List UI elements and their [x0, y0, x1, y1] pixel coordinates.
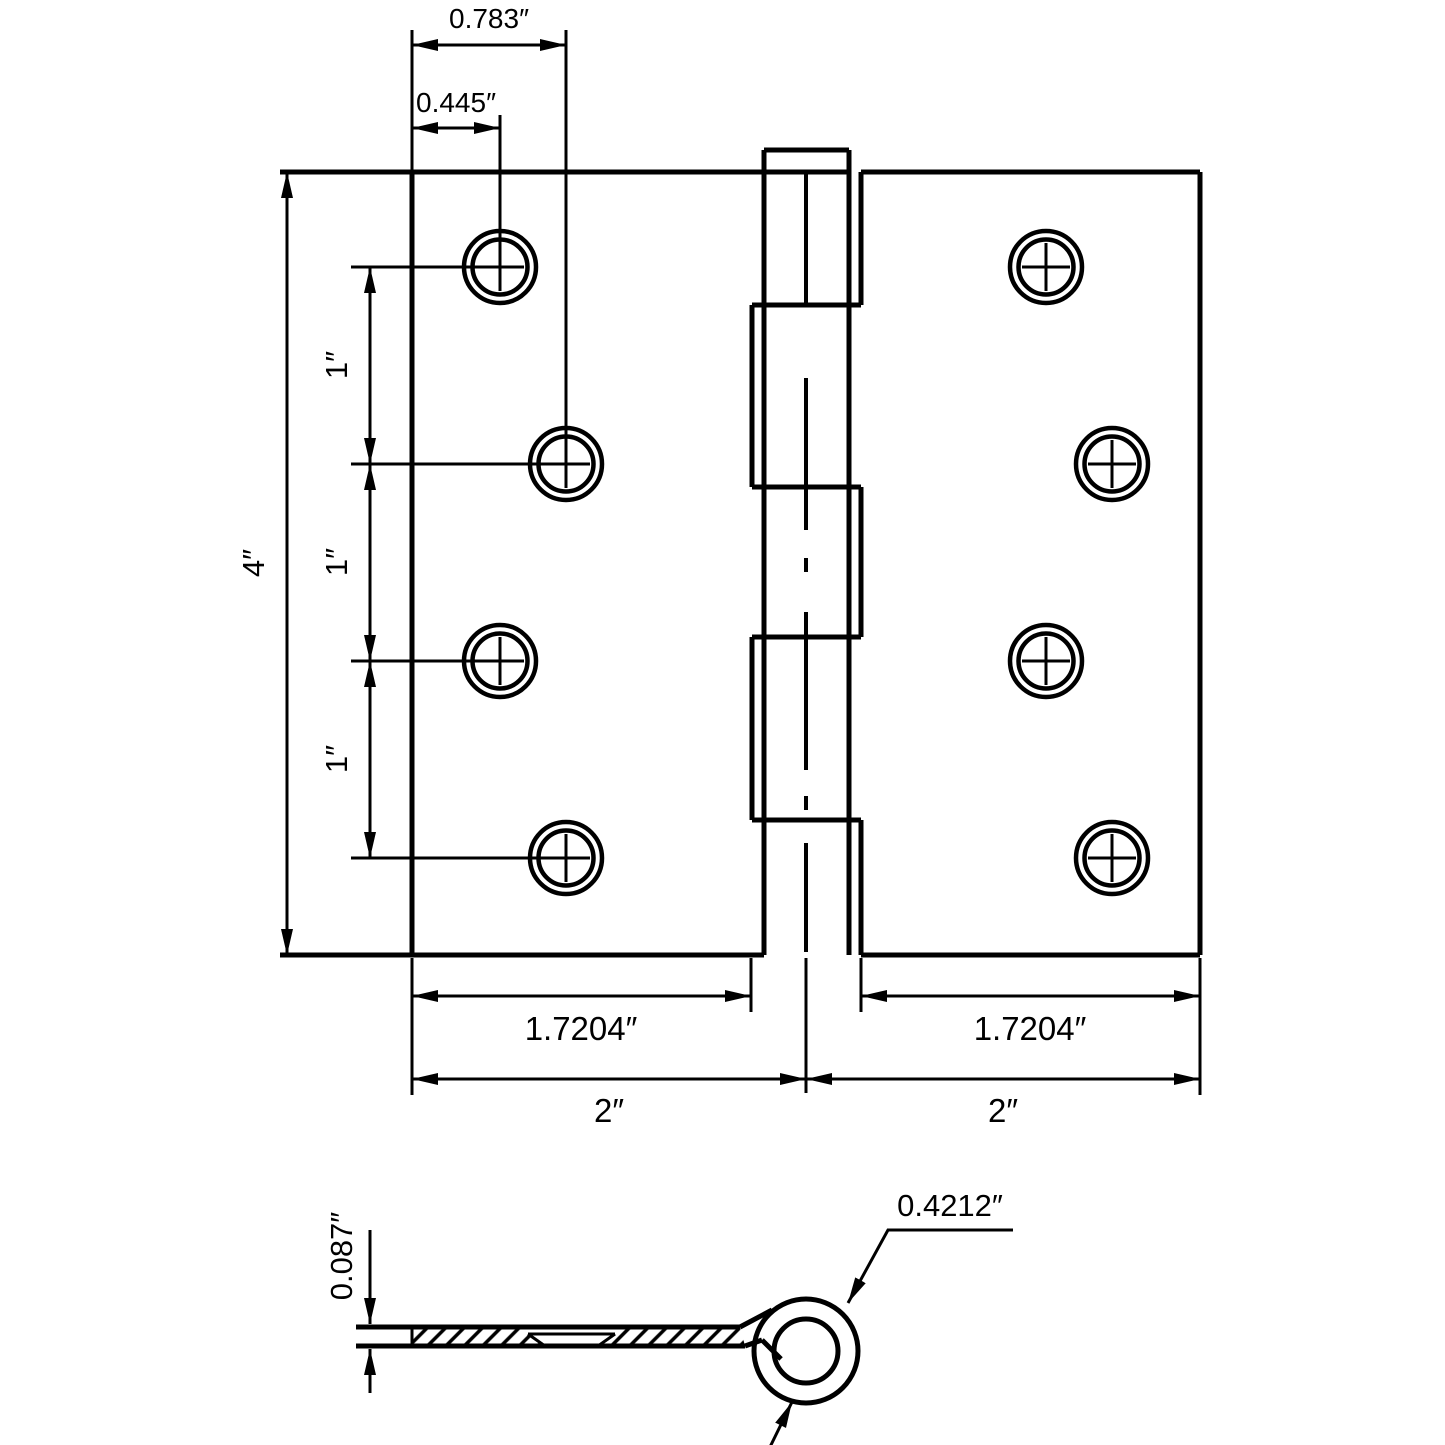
dim-label-row-spacing-3: 1″: [319, 745, 354, 773]
dim-label-top-inner: 0.445″: [416, 87, 496, 118]
dim-label-leaf-width-right: 1.7204″: [974, 1010, 1087, 1047]
screw-hole: [1007, 622, 1085, 700]
dim-label-row-spacing-1: 1″: [319, 351, 354, 379]
dimension-leaf-width-left: 1.7204″: [410, 958, 753, 1095]
screw-hole: [351, 115, 539, 306]
dim-label-half-width-right: 2″: [988, 1092, 1018, 1129]
dim-label-top-outer: 0.783″: [449, 3, 529, 34]
hinge-leaf-outlines: [280, 169, 1203, 958]
dimension-knuckle-diameter: 0.4212″: [846, 1188, 1013, 1304]
dim-label-leaf-width-left: 1.7204″: [525, 1010, 638, 1047]
dimension-row-spacing: 1″ 1″ 1″: [319, 267, 376, 858]
dimension-height: 4″: [236, 172, 293, 955]
hinge-barrel: [749, 147, 864, 955]
screw-hole: [1007, 228, 1085, 306]
screw-hole: [1073, 425, 1151, 503]
screw-hole: [351, 622, 539, 700]
front-view: 0.783″ 0.445″ 4″ 1″ 1″ 1″ 1.7204″: [236, 3, 1203, 1129]
leader-bottom-clipped: [769, 1401, 794, 1445]
knuckle-curl-section: [751, 1296, 861, 1406]
section-view: 0.087″ 0.4212″: [324, 1188, 1013, 1445]
dimension-half-width-right: 2″: [806, 1073, 1200, 1129]
dim-label-thickness: 0.087″: [324, 1212, 359, 1301]
dim-label-height: 4″: [236, 549, 271, 577]
dim-label-row-spacing-2: 1″: [319, 548, 354, 576]
screw-hole: [1073, 819, 1151, 897]
dimension-thickness: 0.087″: [324, 1212, 376, 1393]
dimension-half-width-left: 2″: [412, 958, 808, 1129]
dim-label-half-width-left: 2″: [594, 1092, 624, 1129]
dimension-top-outer: 0.783″: [410, 3, 566, 172]
screw-hole: [351, 30, 605, 503]
leaf-cross-section: [356, 1307, 783, 1361]
screw-hole: [351, 819, 605, 897]
dimension-top-inner: 0.445″: [412, 87, 500, 134]
dimension-leaf-width-right: 1.7204″: [859, 958, 1202, 1095]
screw-holes: [351, 30, 1151, 897]
dim-label-knuckle-diameter: 0.4212″: [897, 1188, 1003, 1223]
